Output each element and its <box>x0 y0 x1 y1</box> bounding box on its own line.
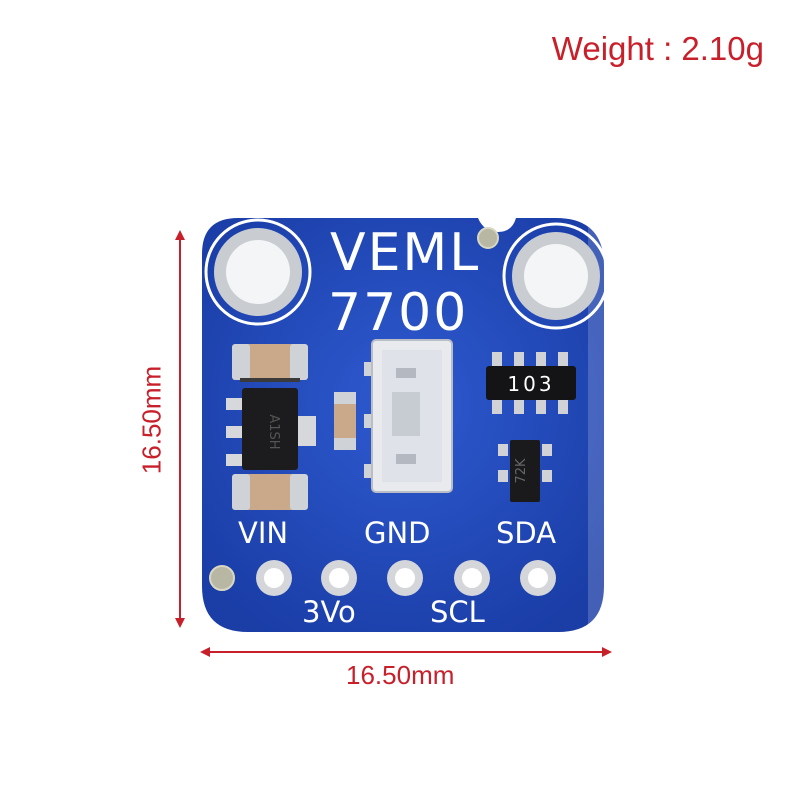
pin-hole-vin <box>256 560 292 596</box>
pin-label-gnd: GND <box>364 516 431 550</box>
via-bottom-left <box>209 565 235 591</box>
weight-label: Weight : 2.10g <box>551 30 764 67</box>
pin-label-3vo: 3Vo <box>302 595 356 629</box>
capacitor-bottom <box>232 474 308 510</box>
board-title-line1: VEML <box>330 223 480 283</box>
via-top <box>477 227 499 249</box>
regulator-marking: A1SH <box>266 414 281 449</box>
pin-label-vin: VIN <box>238 516 288 550</box>
height-dimension-label: 16.50mm <box>136 365 167 475</box>
pin-label-scl: SCL <box>430 595 485 629</box>
resistor-array: 103 <box>486 352 576 414</box>
pin-label-sda: SDA <box>496 516 556 550</box>
capacitor-top <box>232 344 308 382</box>
board-title-line2: 7700 <box>328 283 468 343</box>
resistor-small <box>334 392 356 450</box>
sot-marking: 72K <box>514 458 529 484</box>
pin-hole-scl <box>454 560 490 596</box>
light-sensor-chip <box>364 339 453 493</box>
mounting-hole-left <box>204 218 312 326</box>
voltage-regulator-chip: A1SH <box>226 388 316 470</box>
pin-hole-sda <box>520 560 556 596</box>
width-dimension-label: 16.50mm <box>346 660 455 690</box>
resistor-array-marking: 103 <box>507 372 554 396</box>
header-pins <box>256 560 556 596</box>
pin-hole-3vo <box>321 560 357 596</box>
mounting-hole-right <box>502 222 610 330</box>
sot-chip: 72K <box>498 440 552 502</box>
pin-hole-gnd <box>387 560 423 596</box>
